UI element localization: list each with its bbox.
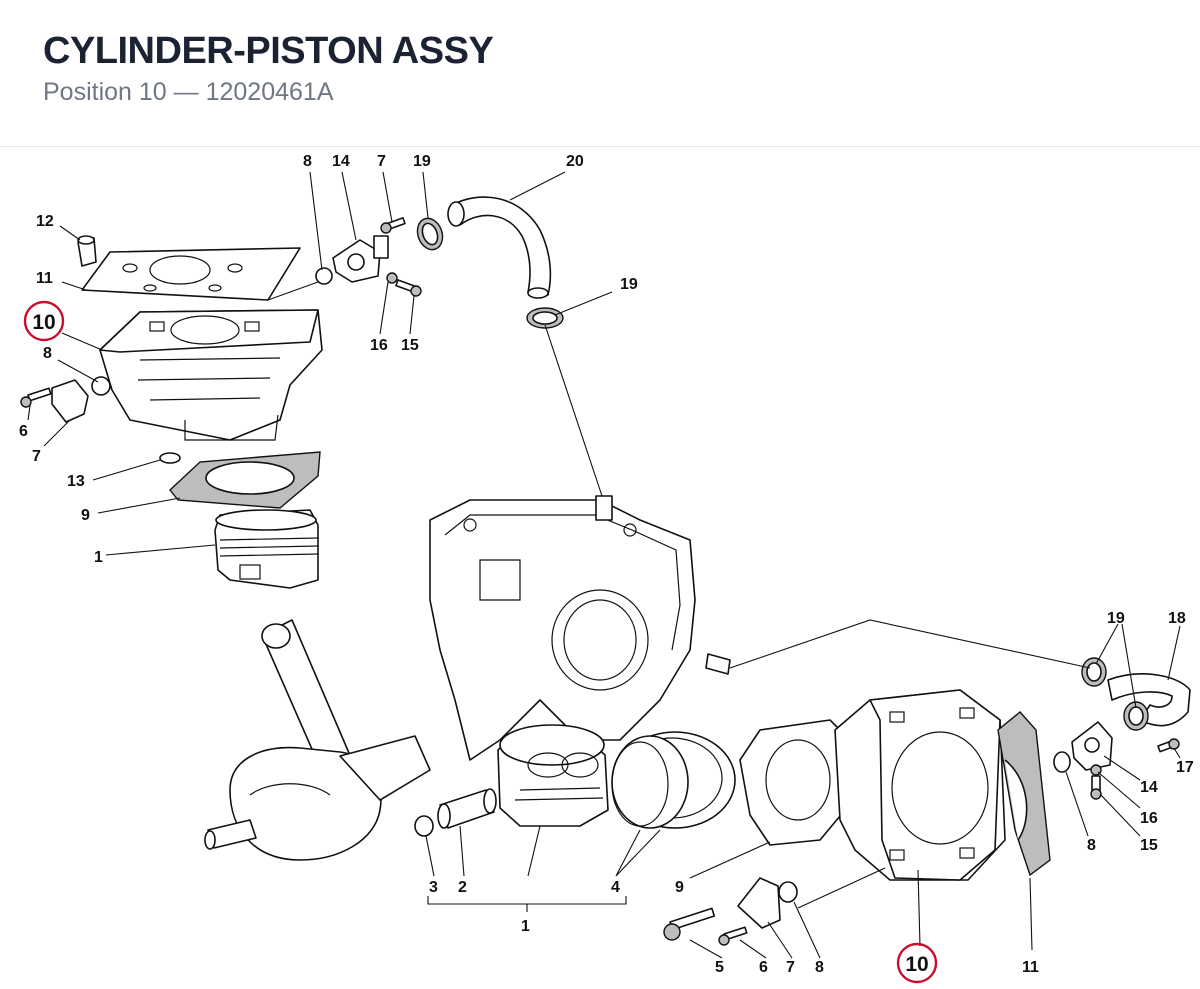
callout-19-mid: 19: [620, 276, 638, 293]
page-subtitle: Position 10 — 12020461A: [43, 78, 334, 106]
circlip-3: [414, 815, 434, 837]
piston-pin-2: [437, 788, 497, 829]
crankshaft-connecting-rod: [204, 619, 431, 861]
callout-3: 3: [429, 879, 438, 896]
dowel-pin: [77, 235, 97, 267]
piston-rings-4: [611, 731, 736, 829]
screw-17: [1157, 738, 1180, 753]
callout-20: 20: [566, 153, 584, 170]
callout-6-bottom: 6: [759, 959, 768, 976]
callout-7-bottom: 7: [786, 959, 795, 976]
callout-8-right: 8: [1087, 837, 1096, 854]
o-ring-8-top: [315, 267, 333, 285]
screw-7-top: [380, 217, 406, 234]
hose-clamp-19-right-a: [1081, 657, 1107, 687]
o-ring-13: [159, 452, 181, 464]
callout-5: 5: [715, 959, 724, 976]
callout-1-upper: 1: [94, 549, 103, 566]
leader-lines: [27, 171, 1181, 959]
callout-19-top: 19: [413, 153, 431, 170]
callout-9-upper: 9: [81, 507, 90, 524]
callout-8-left: 8: [43, 345, 52, 362]
highlight-ring-upper: [23, 300, 65, 342]
callout-7-top: 7: [377, 153, 386, 170]
page-title: CYLINDER-PISTON ASSY: [43, 30, 494, 72]
callout-17: 17: [1176, 759, 1194, 776]
callout-11-upper: 11: [36, 270, 53, 287]
callout-6-left: 6: [19, 423, 28, 440]
thermostat-flange: [332, 235, 389, 283]
coolant-hose-18: [1107, 673, 1191, 727]
callout-2: 2: [458, 879, 467, 896]
thermostat-flange-right: [1071, 721, 1113, 771]
hose-clamp-top: [416, 217, 444, 251]
callout-16-top: 16: [370, 337, 388, 354]
coolant-hose-20: [447, 196, 552, 299]
head-gasket-upper: [81, 247, 301, 301]
callout-16-right: 16: [1140, 810, 1158, 827]
cylinder-upper: [99, 309, 323, 441]
callout-19-right: 19: [1107, 610, 1125, 627]
callout-12: 12: [36, 213, 54, 230]
cylinder-lower: [834, 689, 1006, 881]
flange-plate-left: [51, 379, 89, 423]
hose-clamp-19-right-b: [1123, 701, 1149, 731]
page-header: CYLINDER-PISTON ASSY Position 10 — 12020…: [0, 0, 1200, 147]
screw-6-bottom: [718, 926, 748, 946]
callout-9-lower: 9: [675, 879, 684, 896]
callout-1-group: 1: [521, 918, 530, 935]
callout-8-bottom: 8: [815, 959, 824, 976]
o-ring-8-bottom: [778, 881, 798, 903]
base-gasket-upper: [169, 451, 321, 509]
flange-plate-bottom: [737, 877, 781, 929]
crankcase: [429, 495, 731, 761]
callout-15-top: 15: [401, 337, 419, 354]
callout-14-top: 14: [332, 153, 350, 170]
head-gasket-lower: [997, 711, 1051, 877]
callout-14-right: 14: [1140, 779, 1158, 796]
screw-15-top: [395, 279, 422, 297]
piston-upper: [214, 509, 319, 589]
o-ring-8-right: [1053, 751, 1071, 773]
callout-13: 13: [67, 473, 85, 490]
screw-left: [20, 387, 52, 408]
hose-clamp-19-mid: [526, 307, 564, 329]
callout-10-lower: 10: [905, 953, 928, 976]
piston-lower: [497, 724, 609, 827]
callout-11-lower: 11: [1022, 959, 1039, 976]
callout-7-left: 7: [32, 448, 41, 465]
callout-4: 4: [611, 879, 620, 896]
callout-8-top: 8: [303, 153, 312, 170]
washer-16-top: [386, 272, 398, 284]
screw-15-right: [1090, 775, 1102, 800]
highlight-ring-lower: [896, 942, 938, 984]
stud-5: [663, 907, 716, 941]
callout-10-upper: 10: [32, 311, 55, 334]
callout-15-right: 15: [1140, 837, 1158, 854]
exploded-parts-diagram: 8 14 7 19 20 12 11 10 8 6 7 13 9 1 16 15…: [19, 153, 1194, 984]
callout-18: 18: [1168, 610, 1186, 627]
